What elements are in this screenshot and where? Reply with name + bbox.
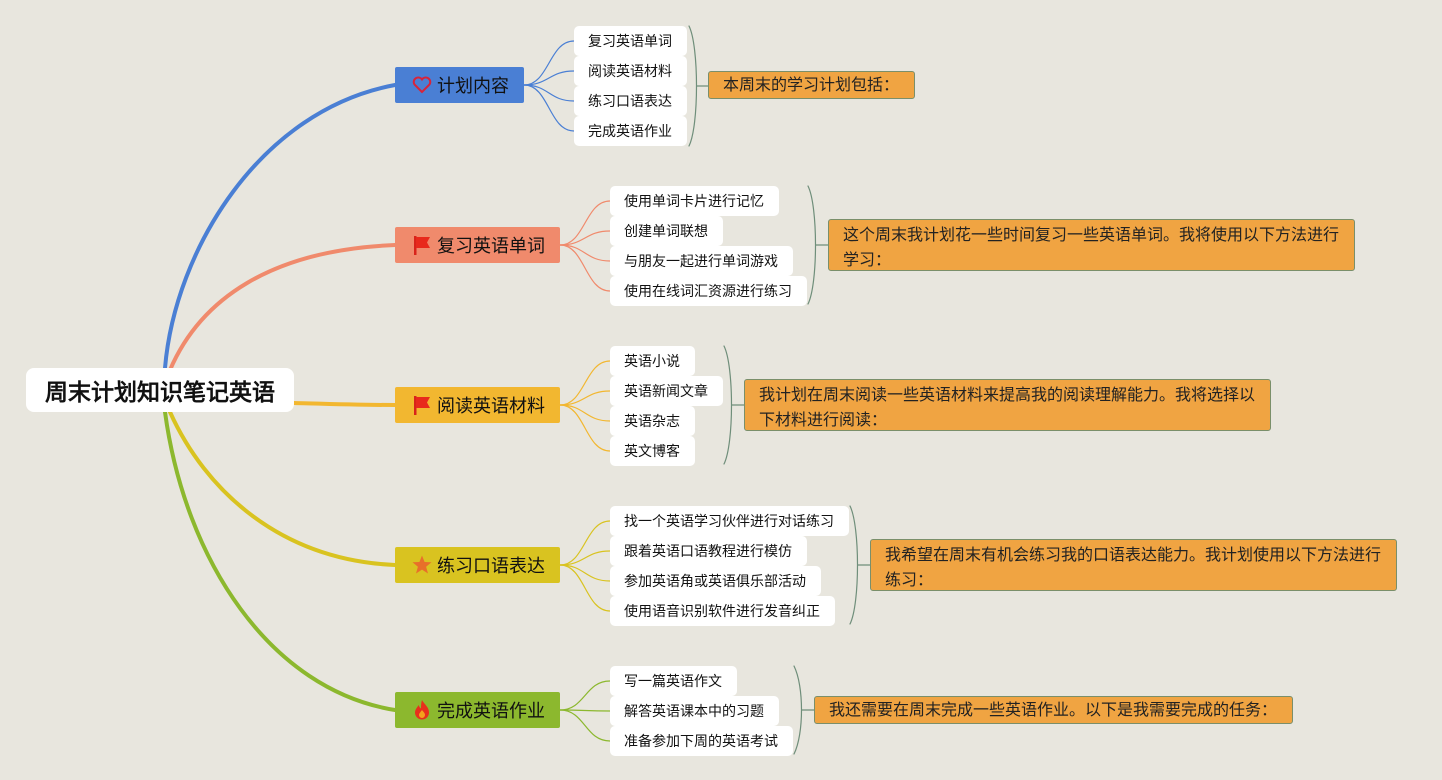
leaf-connector (559, 404, 611, 452)
red-flag-icon (411, 234, 433, 256)
leaf-connector (559, 244, 611, 262)
branch-label: 复习英语单词 (437, 236, 545, 257)
leaf-item[interactable]: 与朋友一起进行单词游戏 (610, 246, 793, 276)
root-connector (168, 243, 397, 372)
summary-note[interactable]: 我还需要在周末完成一些英语作业。以下是我需要完成的任务： (814, 696, 1293, 724)
summary-bracket (793, 665, 803, 755)
star-icon (411, 554, 433, 576)
leaf-item[interactable]: 英语小说 (610, 346, 695, 376)
branch-read-materials[interactable]: 阅读英语材料 (395, 387, 560, 423)
leaf-item[interactable]: 英语杂志 (610, 406, 695, 436)
summary-bracket (807, 185, 817, 305)
leaf-item[interactable]: 准备参加下周的英语考试 (610, 726, 793, 756)
leaf-item[interactable]: 英文博客 (610, 436, 695, 466)
heart-icon (411, 74, 433, 96)
leaf-item[interactable]: 参加英语角或英语俱乐部活动 (610, 566, 821, 596)
leaf-item[interactable]: 阅读英语材料 (574, 56, 687, 86)
leaf-connector (559, 360, 611, 406)
red-flag-icon (411, 394, 433, 416)
root-connector (168, 410, 397, 567)
leaf-connector (559, 520, 611, 566)
summary-note[interactable]: 我计划在周末阅读一些英语材料来提高我的阅读理解能力。我将选择以下材料进行阅读： (744, 379, 1271, 431)
summary-bracket (688, 25, 698, 147)
summary-note[interactable]: 这个周末我计划花一些时间复习一些英语单词。我将使用以下方法进行学习： (828, 219, 1355, 271)
fire-icon (411, 699, 433, 721)
leaf-connector (559, 244, 611, 292)
leaf-connector (559, 200, 611, 246)
branch-speaking-practice[interactable]: 练习口语表达 (395, 547, 560, 583)
branch-label: 阅读英语材料 (437, 396, 545, 417)
root-connector (292, 401, 397, 407)
branch-label: 练习口语表达 (437, 556, 545, 577)
summary-bracket (849, 505, 859, 625)
branch-review-vocabulary[interactable]: 复习英语单词 (395, 227, 560, 263)
leaf-item[interactable]: 解答英语课本中的习题 (610, 696, 779, 726)
leaf-item[interactable]: 练习口语表达 (574, 86, 687, 116)
summary-note[interactable]: 我希望在周末有机会练习我的口语表达能力。我计划使用以下方法进行练习： (870, 539, 1397, 591)
leaf-connector (559, 709, 611, 742)
leaf-item[interactable]: 使用语音识别软件进行发音纠正 (610, 596, 835, 626)
branch-label: 计划内容 (437, 76, 509, 97)
leaf-item[interactable]: 复习英语单词 (574, 26, 687, 56)
leaf-connector (559, 404, 611, 422)
leaf-connector (559, 680, 611, 711)
summary-note[interactable]: 本周末的学习计划包括： (708, 71, 915, 99)
root-connector (163, 83, 397, 370)
leaf-connector (559, 230, 611, 246)
leaf-item[interactable]: 跟着英语口语教程进行模仿 (610, 536, 807, 566)
branch-label: 完成英语作业 (437, 701, 545, 722)
leaf-connector (559, 564, 611, 582)
leaf-connector (559, 550, 611, 566)
leaf-connector (559, 564, 611, 612)
leaf-item[interactable]: 使用单词卡片进行记忆 (610, 186, 779, 216)
root-connector (163, 410, 397, 712)
leaf-connector (523, 84, 575, 102)
root-topic[interactable]: 周末计划知识笔记英语 (26, 368, 294, 412)
branch-plan-content[interactable]: 计划内容 (395, 67, 524, 103)
leaf-item[interactable]: 使用在线词汇资源进行练习 (610, 276, 807, 306)
leaf-item[interactable]: 创建单词联想 (610, 216, 723, 246)
leaf-connector (523, 40, 575, 86)
branch-finish-homework[interactable]: 完成英语作业 (395, 692, 560, 728)
leaf-item[interactable]: 写一篇英语作文 (610, 666, 737, 696)
leaf-connector (559, 390, 611, 406)
leaf-item[interactable]: 完成英语作业 (574, 116, 687, 146)
leaf-item[interactable]: 找一个英语学习伙伴进行对话练习 (610, 506, 849, 536)
leaf-item[interactable]: 英语新闻文章 (610, 376, 723, 406)
leaf-connector (523, 84, 575, 132)
leaf-connector (523, 70, 575, 86)
summary-bracket (723, 345, 733, 465)
